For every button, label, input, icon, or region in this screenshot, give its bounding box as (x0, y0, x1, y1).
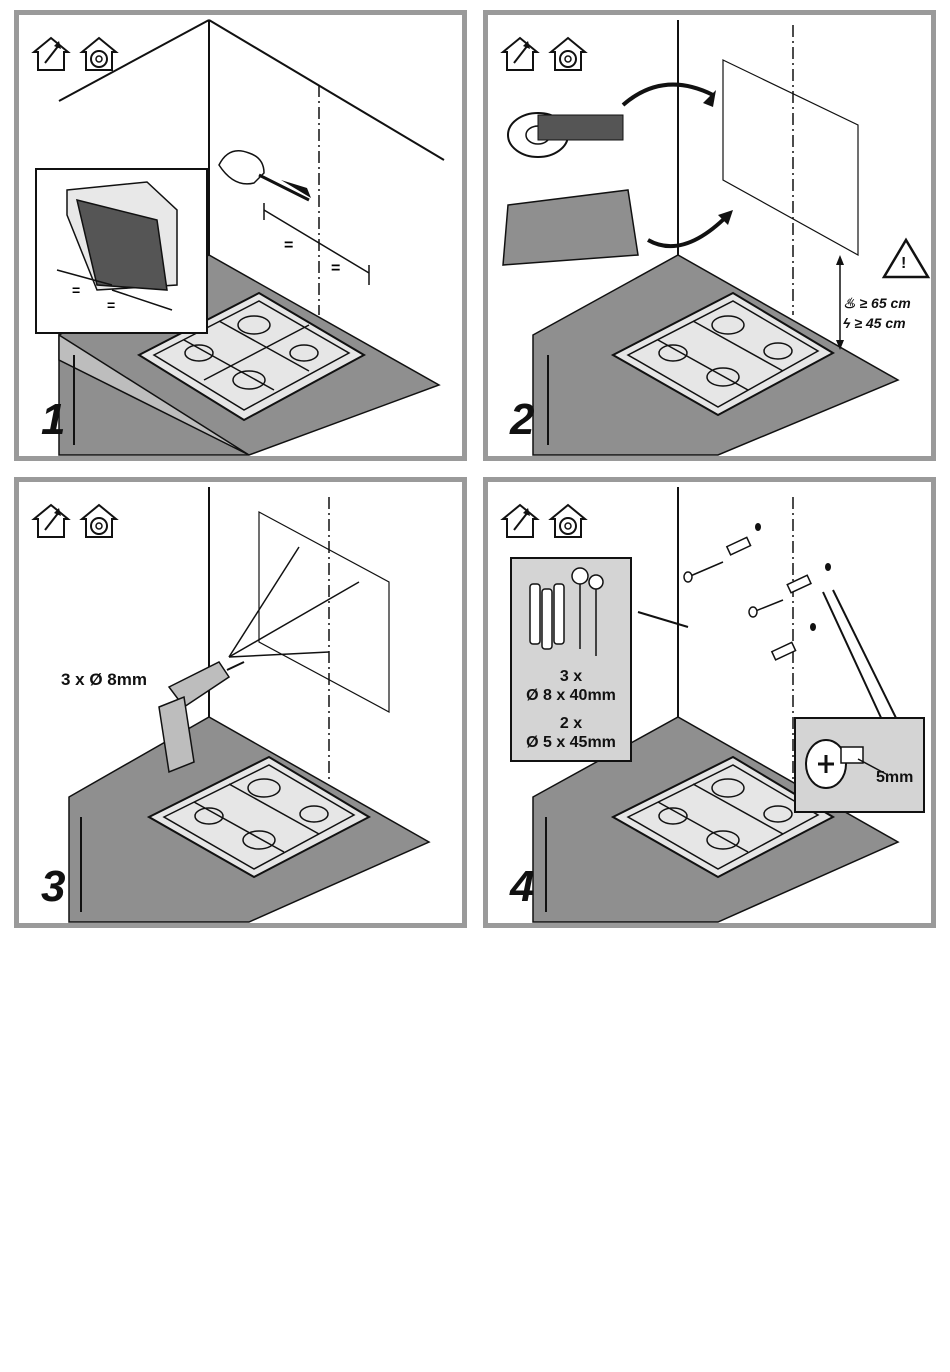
recirculation-mode-icon (548, 35, 588, 78)
step-number: 4 (510, 865, 534, 909)
gap-label: 5mm (876, 769, 913, 787)
drill-size-label: 3 x Ø 8mm (61, 670, 147, 690)
gas-clearance: ≥ 65 cm (859, 295, 910, 311)
warning-mark: ! (901, 255, 906, 273)
mode-icons (31, 35, 123, 78)
svg-text:=: = (72, 282, 80, 298)
drilling-scene (19, 482, 462, 923)
clearance-requirements: ♨ ≥ 65 cm ϟ ≥ 45 cm (843, 293, 911, 333)
svg-text:=: = (107, 297, 115, 313)
gas-hob-icon: ♨ (843, 295, 859, 311)
recirculation-mode-icon (79, 35, 119, 78)
screw-head-detail-icon (796, 719, 923, 811)
screw-detail-box: 5mm (794, 717, 925, 813)
mode-icons (500, 502, 592, 545)
step-number: 2 (510, 398, 534, 442)
exhaust-mode-icon (31, 35, 71, 78)
fixing-kit-box: 3 x Ø 8 x 40mm 2 x Ø 5 x 45mm (510, 557, 632, 762)
exhaust-mode-icon (500, 502, 540, 545)
panel-step-1: = = = = 1 (14, 10, 467, 461)
panel-step-4: 3 x Ø 8 x 40mm 2 x Ø 5 x 45mm 5mm 4 (483, 477, 936, 928)
electric-clearance: ≥ 45 cm (854, 315, 905, 331)
kit-size-2: Ø 5 x 45mm (512, 733, 630, 752)
kit-qty-1: 3 x (512, 667, 630, 686)
svg-text:=: = (331, 260, 340, 277)
panel-step-2: ! ♨ ≥ 65 cm ϟ ≥ 45 cm 2 (483, 10, 936, 461)
mode-icons (31, 502, 123, 545)
step-number: 3 (41, 865, 65, 909)
step-number: 1 (41, 398, 65, 442)
mode-icons (500, 35, 592, 78)
template-scene (488, 15, 931, 456)
electric-hob-icon: ϟ (843, 315, 854, 331)
kit-qty-2: 2 x (512, 714, 630, 733)
panel-step-3: 3 x Ø 8mm 3 (14, 477, 467, 928)
exhaust-mode-icon (500, 35, 540, 78)
exhaust-mode-icon (31, 502, 71, 545)
plugs-and-screws-icon (512, 564, 630, 664)
recirculation-mode-icon (548, 502, 588, 545)
recirculation-mode-icon (79, 502, 119, 545)
svg-text:=: = (284, 237, 293, 254)
kit-size-1: Ø 8 x 40mm (512, 686, 630, 705)
hood-illustration: = = (37, 170, 202, 328)
hood-inset: = = (35, 168, 208, 334)
